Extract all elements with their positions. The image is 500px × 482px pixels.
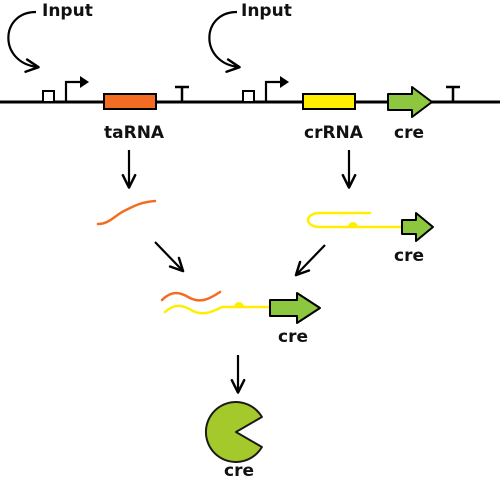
crrna-label: crRNA <box>304 123 364 143</box>
cre-mrna-label: cre <box>394 246 424 266</box>
complex-tarna-strand <box>160 290 222 302</box>
input-label-2: Input <box>241 1 292 21</box>
cre-protein-label: cre <box>224 461 254 481</box>
cre-gene-arrow <box>387 86 433 118</box>
cre-mrna-arrow <box>401 212 434 242</box>
input-arrow-2 <box>208 10 241 73</box>
crrna-rbs-loop <box>348 222 358 227</box>
input-arrow-1 <box>7 10 40 73</box>
binding-arrow-left <box>154 241 185 273</box>
operator-box-1 <box>42 90 55 103</box>
crrna-hairpin <box>306 211 407 229</box>
terminator-1 <box>175 85 189 102</box>
promoter-arrow-1 <box>64 80 80 102</box>
tarna-transcript <box>96 199 157 226</box>
complex-crrna-strand <box>163 304 302 315</box>
promoter-arrowhead-1 <box>80 76 89 88</box>
tarna-label: taRNA <box>104 123 165 143</box>
cre-gene-label: cre <box>394 123 424 143</box>
cre-protein <box>205 401 263 463</box>
promoter-arrowhead-2 <box>280 76 289 88</box>
complex-cre-arrow <box>269 292 321 324</box>
terminator-2 <box>446 85 460 102</box>
crrna-gene <box>302 93 356 110</box>
input-label-1: Input <box>42 1 93 21</box>
complex-cre-label: cre <box>278 327 308 347</box>
binding-arrow-right <box>294 244 326 277</box>
tarna-gene <box>103 93 157 110</box>
operator-box-2 <box>242 90 255 103</box>
promoter-arrow-2 <box>264 80 280 102</box>
complex-rbs-loop <box>234 302 244 307</box>
